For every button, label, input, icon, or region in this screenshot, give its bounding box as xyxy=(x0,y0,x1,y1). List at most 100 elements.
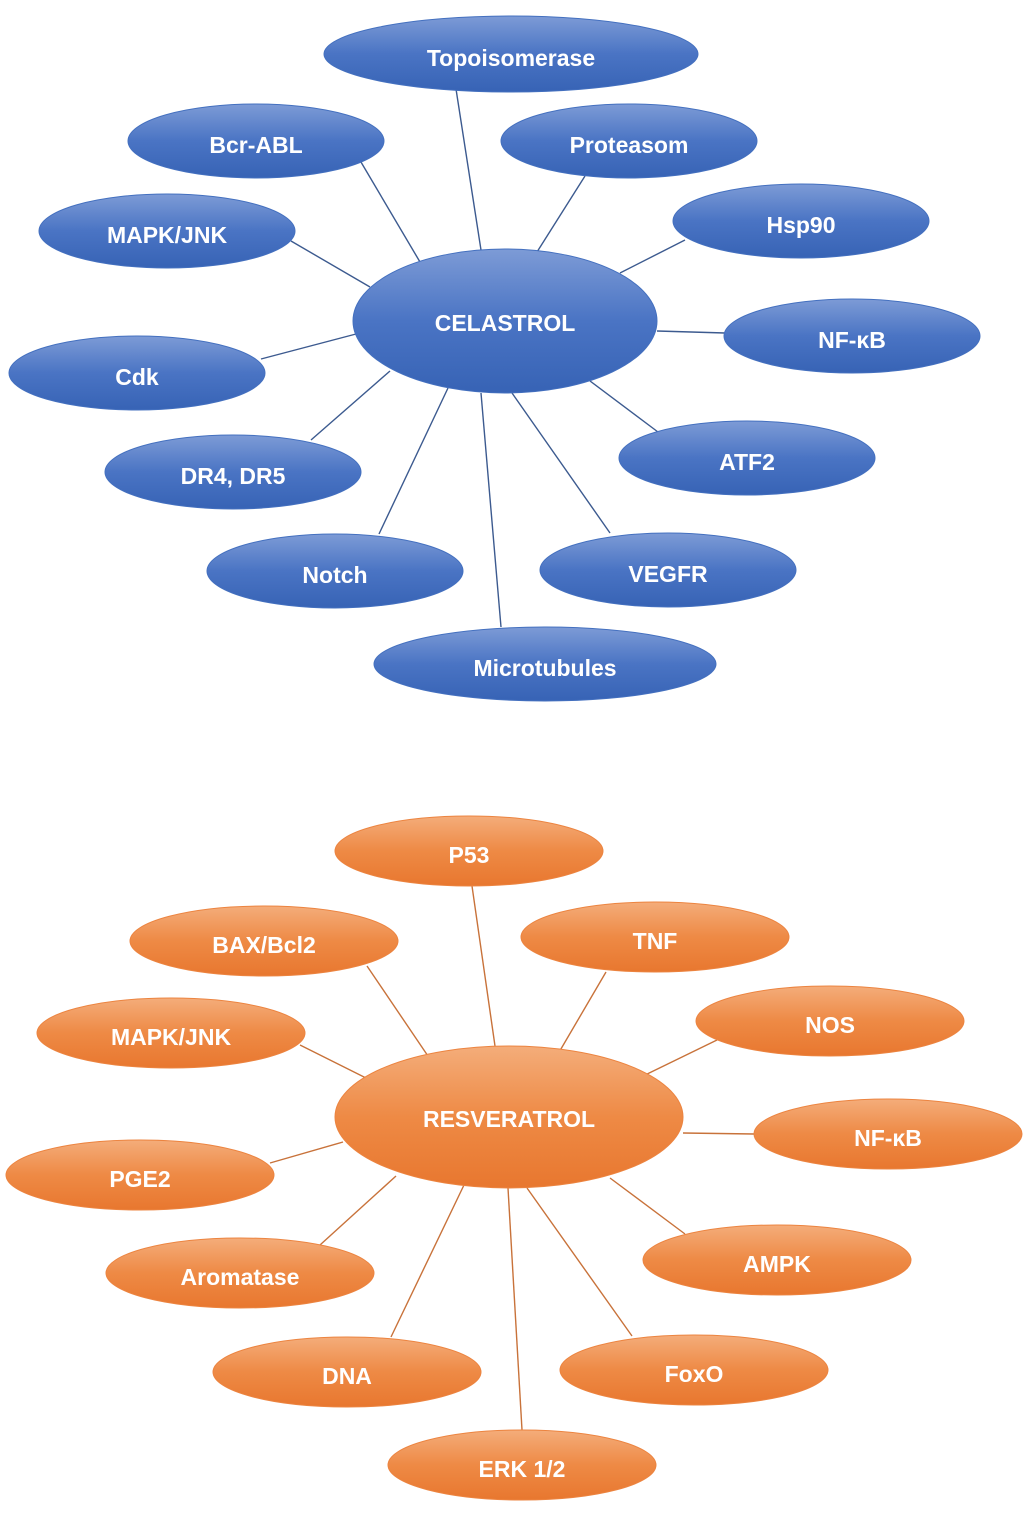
hub-node-resveratrol: RESVERATROL xyxy=(334,1045,684,1189)
node-ellipse xyxy=(539,532,797,608)
node-notch: Notch xyxy=(206,533,464,609)
node-ellipse xyxy=(206,533,464,609)
node-label: NOS xyxy=(805,1012,855,1038)
node-aromatase: Aromatase xyxy=(105,1237,375,1309)
hub-ellipse xyxy=(352,248,658,394)
node-label: Proteasom xyxy=(570,132,689,158)
celastrol-connectors xyxy=(260,88,726,628)
node-ellipse xyxy=(334,815,604,887)
node-label: FoxO xyxy=(665,1361,724,1387)
node-microtubules: Microtubules xyxy=(373,626,717,702)
node-bax-bcl2: BAX/Bcl2 xyxy=(129,905,399,977)
connector-resveratrol-tnf xyxy=(557,971,607,1055)
connector-celastrol-hsp90 xyxy=(619,239,686,274)
node-dr4-dr5: DR4, DR5 xyxy=(104,434,362,510)
node-label: Hsp90 xyxy=(766,212,835,238)
node-ellipse xyxy=(695,985,965,1057)
connector-resveratrol-pge2 xyxy=(269,1141,344,1164)
connector-celastrol-nf-kb xyxy=(656,330,726,334)
connector-resveratrol-ampk xyxy=(609,1177,686,1235)
node-label: AMPK xyxy=(743,1251,811,1277)
node-ellipse xyxy=(642,1224,912,1296)
node-hsp90: Hsp90 xyxy=(672,183,930,259)
node-label: NF-κB xyxy=(818,327,886,353)
node-label: PGE2 xyxy=(109,1166,170,1192)
connector-celastrol-notch xyxy=(378,387,449,535)
node-dna: DNA xyxy=(212,1336,482,1408)
connector-resveratrol-erk-1-2 xyxy=(507,1187,523,1431)
connector-celastrol-proteasom xyxy=(536,175,586,253)
node-label: Notch xyxy=(302,562,367,588)
node-label: NF-κB xyxy=(854,1125,922,1151)
node-ellipse xyxy=(127,103,385,179)
node-label: MAPK/JNK xyxy=(107,222,228,248)
connector-celastrol-microtubules xyxy=(480,392,502,628)
node-ellipse xyxy=(672,183,930,259)
node-label: Cdk xyxy=(115,364,159,390)
node-ellipse xyxy=(212,1336,482,1408)
connector-resveratrol-bax-bcl2 xyxy=(366,965,431,1060)
node-ellipse xyxy=(104,434,362,510)
node-ellipse xyxy=(520,901,790,973)
node-topoisomerase: Topoisomerase xyxy=(323,15,699,93)
connector-celastrol-topoisomerase xyxy=(455,88,482,251)
node-mapk-jnk: MAPK/JNK xyxy=(36,997,306,1069)
node-ellipse xyxy=(373,626,717,702)
node-ellipse xyxy=(559,1334,829,1406)
node-proteasom: Proteasom xyxy=(500,103,758,179)
node-ellipse xyxy=(38,193,296,269)
node-bcr-abl: Bcr-ABL xyxy=(127,103,385,179)
connector-resveratrol-foxo xyxy=(526,1187,633,1337)
node-nos: NOS xyxy=(695,985,965,1057)
node-label: Bcr-ABL xyxy=(209,132,302,158)
node-tnf: TNF xyxy=(520,901,790,973)
hub-ellipse xyxy=(334,1045,684,1189)
node-ellipse xyxy=(105,1237,375,1309)
node-ellipse xyxy=(500,103,758,179)
hub-label: RESVERATROL xyxy=(423,1106,595,1132)
connector-celastrol-atf2 xyxy=(589,380,659,433)
hub-label: CELASTROL xyxy=(435,310,576,336)
node-nf-kb: NF-κB xyxy=(753,1098,1023,1170)
node-label: BAX/Bcl2 xyxy=(212,932,316,958)
node-ellipse xyxy=(129,905,399,977)
node-label: Topoisomerase xyxy=(427,45,595,71)
node-ellipse xyxy=(323,15,699,93)
connector-resveratrol-aromatase xyxy=(319,1175,397,1246)
node-mapk-jnk: MAPK/JNK xyxy=(38,193,296,269)
node-ellipse xyxy=(36,997,306,1069)
connector-resveratrol-nf-kb xyxy=(682,1132,755,1135)
resveratrol-connectors xyxy=(269,885,755,1431)
connector-resveratrol-p53 xyxy=(471,885,496,1047)
node-ellipse xyxy=(5,1139,275,1211)
node-label: TNF xyxy=(633,928,678,954)
node-erk-1-2: ERK 1/2 xyxy=(387,1429,657,1501)
node-label: MAPK/JNK xyxy=(111,1024,232,1050)
node-ampk: AMPK xyxy=(642,1224,912,1296)
node-ellipse xyxy=(723,298,981,374)
node-p53: P53 xyxy=(334,815,604,887)
node-atf2: ATF2 xyxy=(618,420,876,496)
node-ellipse xyxy=(753,1098,1023,1170)
node-cdk: Cdk xyxy=(8,335,266,411)
node-ellipse xyxy=(8,335,266,411)
node-label: Aromatase xyxy=(181,1264,300,1290)
node-foxo: FoxO xyxy=(559,1334,829,1406)
connector-celastrol-bcr-abl xyxy=(357,156,421,263)
node-label: ATF2 xyxy=(719,449,775,475)
node-label: DR4, DR5 xyxy=(181,463,286,489)
node-label: P53 xyxy=(449,842,490,868)
connector-resveratrol-dna xyxy=(390,1184,465,1338)
connector-celastrol-mapk-jnk xyxy=(290,240,371,288)
node-label: DNA xyxy=(322,1363,372,1389)
connector-celastrol-vegfr xyxy=(511,392,611,534)
connector-resveratrol-nos xyxy=(640,1039,718,1078)
node-label: ERK 1/2 xyxy=(479,1456,566,1482)
node-vegfr: VEGFR xyxy=(539,532,797,608)
connector-celastrol-cdk xyxy=(260,333,357,360)
node-pge2: PGE2 xyxy=(5,1139,275,1211)
hub-node-celastrol: CELASTROL xyxy=(352,248,658,394)
